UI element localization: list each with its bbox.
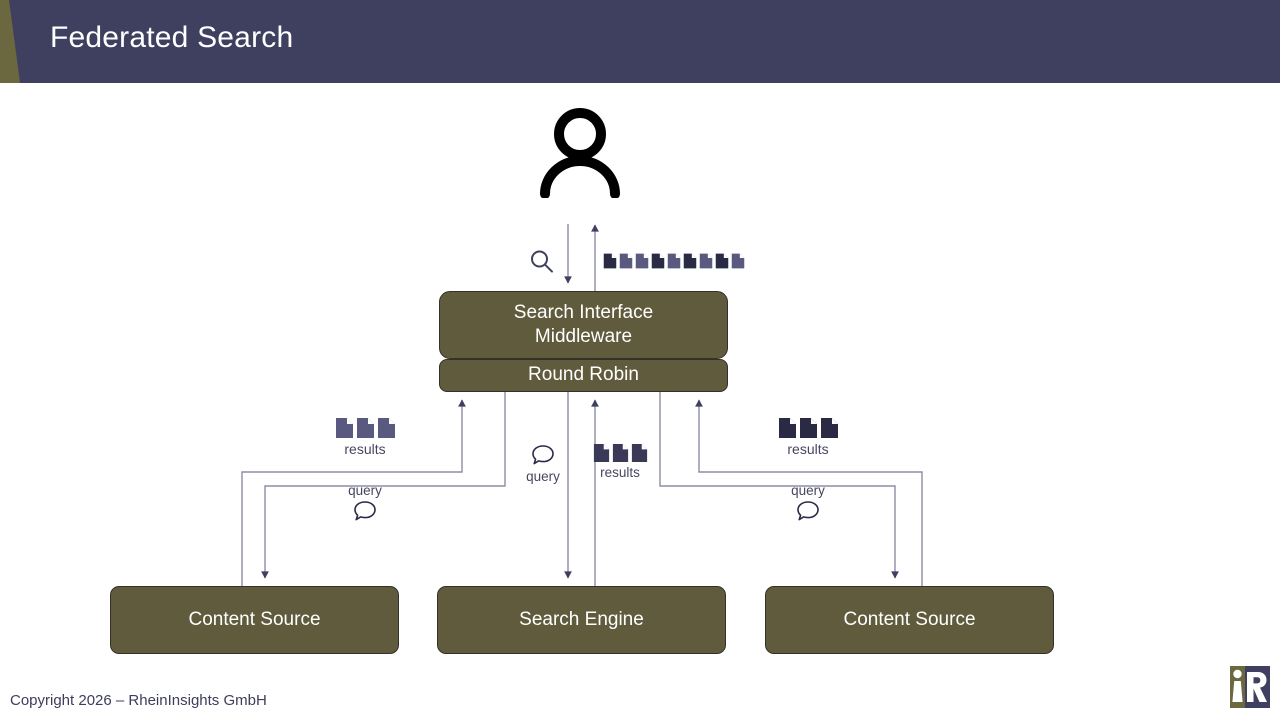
document-icon xyxy=(683,253,697,269)
search-icon xyxy=(531,250,553,273)
document-stack-icon xyxy=(603,251,745,271)
edge-label-text: results xyxy=(344,441,386,457)
document-icon xyxy=(619,253,633,269)
edge-label-text: query xyxy=(791,483,825,498)
results-documents-top xyxy=(603,251,745,271)
document-icon xyxy=(667,253,681,269)
footer-copyright: Copyright 2026 – RheinInsights GmbH xyxy=(10,692,267,709)
edge-label-mid-results: results xyxy=(587,443,653,480)
document-icon xyxy=(635,253,649,269)
edge-label-text: results xyxy=(787,441,829,457)
person-icon xyxy=(540,108,620,198)
edge-label-left-results: results xyxy=(327,417,403,457)
edge-label-text: results xyxy=(600,465,640,480)
speech-bubble-icon xyxy=(354,501,376,521)
edge-label-text: query xyxy=(348,483,382,498)
node-label: Content Source xyxy=(188,608,321,630)
edge-label-left-query: query xyxy=(327,483,403,523)
search-icon-group xyxy=(527,247,557,277)
document-icon xyxy=(715,253,729,269)
edge-label-mid-query: query xyxy=(513,443,573,484)
document-icon xyxy=(699,253,713,269)
node-label: Content Source xyxy=(843,608,976,630)
speech-bubble-icon xyxy=(797,501,819,521)
node-label-line1: Search Interface xyxy=(513,301,654,323)
document-stack-icon xyxy=(778,417,839,439)
document-stack-icon xyxy=(335,417,396,439)
node-search-engine[interactable]: Search Engine xyxy=(437,586,726,654)
rheininsights-logo xyxy=(1228,664,1272,710)
document-icon xyxy=(731,253,745,269)
page-title: Federated Search xyxy=(50,21,294,54)
node-content-source-left[interactable]: Content Source xyxy=(110,586,399,654)
node-label: Round Robin xyxy=(528,364,639,386)
node-label-line2: Middleware xyxy=(534,326,633,347)
document-icon xyxy=(603,253,617,269)
document-stack-icon xyxy=(593,443,648,463)
speech-bubble-icon xyxy=(532,445,554,465)
edge-label-text: query xyxy=(526,469,560,484)
node-search-interface-middleware[interactable]: Search Interface Middleware xyxy=(439,291,728,359)
edge-label-right-query: query xyxy=(770,483,846,523)
document-icon xyxy=(651,253,665,269)
node-label: Search Engine xyxy=(519,608,644,630)
edge-label-right-results: results xyxy=(770,417,846,457)
slide-header: Federated Search xyxy=(0,0,1280,83)
header-accent-wedge xyxy=(0,0,20,83)
node-content-source-right[interactable]: Content Source xyxy=(765,586,1054,654)
node-round-robin[interactable]: Round Robin xyxy=(439,359,728,392)
diagram-canvas: results query query results results quer… xyxy=(0,83,1280,720)
